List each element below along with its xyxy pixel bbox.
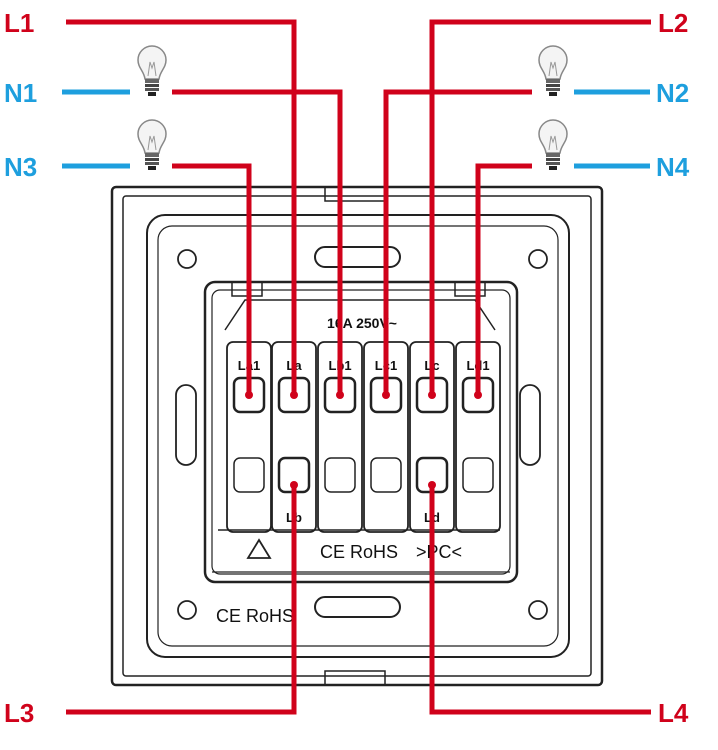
label-l3: L3 [4, 698, 34, 728]
wire-lamp2 [383, 89, 532, 395]
label-n2: N2 [656, 78, 689, 108]
wire-lamp3 [172, 163, 252, 395]
switch-device [110, 185, 604, 687]
material-mark: >PC< [416, 542, 462, 562]
module-cert-mark: CE RoHS [320, 542, 398, 562]
live-wires [66, 19, 651, 715]
recycle-icon [246, 538, 272, 559]
screw-hole [177, 600, 197, 620]
rating-label: 16A 250V~ [327, 315, 397, 331]
light-bulb-icon [137, 119, 167, 171]
wire-l4 [429, 485, 651, 715]
screw-hole [528, 600, 548, 620]
label-n4: N4 [656, 152, 690, 182]
wire-lamp1 [172, 89, 343, 395]
label-l2: L2 [658, 8, 688, 38]
neutral-wires [62, 89, 650, 169]
light-bulb-icon [538, 45, 568, 97]
light-bulb-icon [137, 45, 167, 97]
light-bulb-icon [538, 119, 568, 171]
label-n1: N1 [4, 78, 37, 108]
screw-hole [528, 249, 548, 269]
label-n3: N3 [4, 152, 37, 182]
wire-l3 [66, 485, 297, 715]
wire-lamp4 [475, 163, 532, 395]
wire-l2 [429, 19, 651, 395]
label-l4: L4 [658, 698, 689, 728]
screw-hole [177, 249, 197, 269]
switch-module [203, 280, 519, 584]
plate-cert-mark: CE RoHS [216, 606, 294, 626]
wire-l1 [66, 19, 297, 395]
terminal-dots [245, 391, 482, 489]
label-l1: L1 [4, 8, 34, 38]
